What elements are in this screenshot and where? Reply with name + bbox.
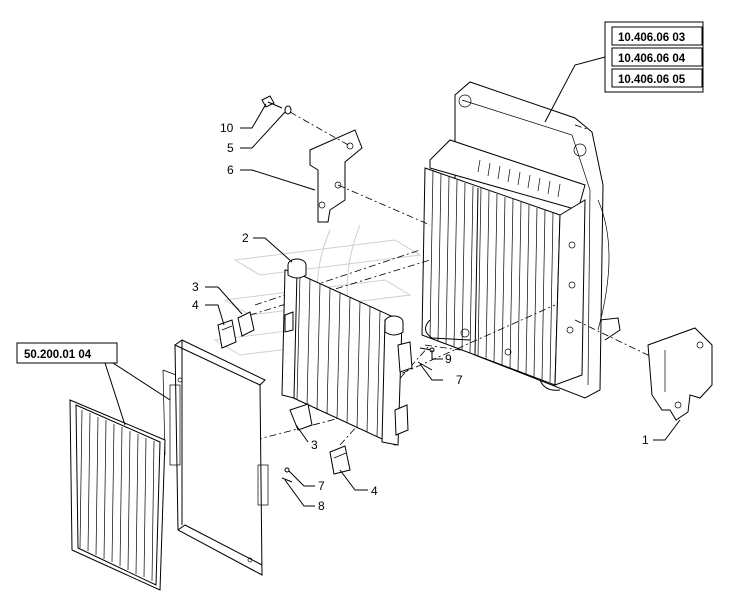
reference-code-2[interactable]: 10.406.06 04 — [618, 53, 686, 65]
callout-3-upper: 3 — [192, 280, 199, 294]
bracket-6 — [309, 129, 363, 223]
callout-6: 6 — [227, 163, 234, 177]
callout-4-lower: 4 — [371, 484, 378, 498]
radiator-tank-ribs — [477, 159, 561, 198]
clip-3-upper — [237, 311, 255, 337]
screw-8 — [281, 477, 293, 483]
reference-code-3[interactable]: 10.406.06 05 — [618, 74, 686, 86]
callout-4-upper: 4 — [192, 298, 199, 312]
callout-7-lower: 7 — [318, 479, 325, 493]
callouts: 10 5 6 2 3 4 9 7 3 4 7 8 1 — [192, 103, 681, 513]
condenser-fins — [296, 274, 381, 438]
washer-5 — [284, 105, 292, 115]
callout-5: 5 — [227, 141, 234, 155]
radiator-assembly — [421, 81, 621, 399]
condenser-frame — [162, 339, 269, 576]
callout-2: 2 — [242, 231, 249, 245]
reference-code-1[interactable]: 10.406.06 03 — [618, 32, 685, 44]
callout-1: 1 — [642, 433, 649, 447]
radiator-core-fins — [429, 170, 554, 383]
condenser-2 — [281, 258, 413, 446]
clip-4-lower — [329, 445, 351, 475]
reference-code-condenser[interactable]: 50.200.01 04 — [24, 349, 92, 361]
clip-3-lower — [289, 403, 313, 431]
reference-group-condenser: 50.200.01 04 — [16, 342, 171, 426]
screw-7-upper — [417, 361, 433, 371]
callout-8: 8 — [318, 499, 325, 513]
bracket-1 — [647, 327, 713, 421]
grille-panel — [69, 399, 166, 591]
reference-group-main: 10.406.06 03 10.406.06 04 10.406.06 05 — [544, 21, 704, 123]
callout-7-upper: 7 — [456, 373, 463, 387]
clip-4-upper — [217, 319, 237, 349]
screw-7-lower — [284, 467, 290, 473]
callout-3-lower: 3 — [311, 438, 318, 452]
grille-mesh — [79, 409, 155, 582]
bolt-10 — [261, 95, 283, 109]
callout-9: 9 — [445, 352, 452, 366]
callout-10: 10 — [220, 121, 234, 135]
